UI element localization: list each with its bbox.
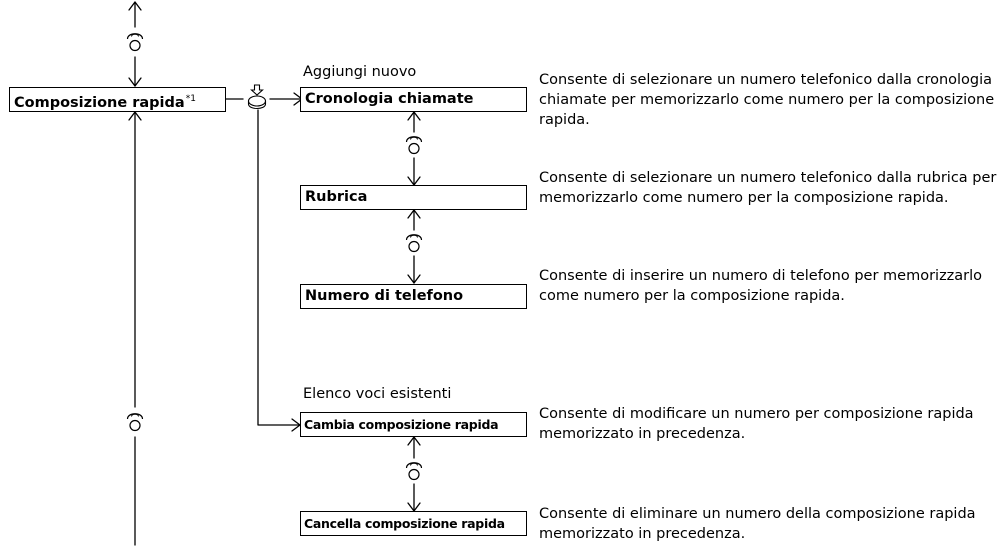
menu-item-delete-speed-dial[interactable]: Cancella composizione rapida: [300, 511, 527, 536]
arrowhead-up: [407, 111, 421, 121]
menu-item-change-speed-dial[interactable]: Cambia composizione rapida: [300, 412, 527, 437]
interface-dial-rotate-icon: [405, 234, 423, 253]
arrowhead-down: [407, 274, 421, 284]
arrowhead-up: [128, 111, 142, 121]
menu-item-phonebook[interactable]: Rubrica: [300, 185, 527, 210]
root-menu-label: Composizione rapida: [14, 95, 185, 111]
menu-item-phone-number[interactable]: Numero di telefono: [300, 284, 527, 309]
interface-dial-rotate-icon: [405, 462, 423, 481]
arrowhead-up: [407, 209, 421, 219]
interface-dial-rotate-icon: [126, 413, 144, 432]
section-label-add-new: Aggiungi nuovo: [303, 64, 417, 80]
arrowhead-up: [407, 436, 421, 446]
menu-item-call-history[interactable]: Cronologia chiamate: [300, 87, 527, 112]
arrowhead-up: [128, 1, 142, 11]
interface-dial-rotate-icon: [405, 136, 423, 155]
description-phone-number: Consente di inserire un numero di telefo…: [539, 268, 983, 304]
footnote-marker: *1: [185, 94, 196, 104]
description-change-speed-dial: Consente di modificare un numero per com…: [539, 406, 974, 442]
branch-to-change-connector: [257, 109, 301, 426]
section-label-existing: Elenco voci esistenti: [303, 386, 452, 402]
description-phonebook: Consente di selezionare un numero telefo…: [539, 170, 997, 206]
interface-dial-rotate-icon: [126, 33, 144, 52]
description-call-history: Consente di selezionare un numero telefo…: [539, 72, 995, 128]
interface-dial-press-icon: [247, 84, 267, 110]
description-delete-speed-dial: Consente di eliminare un numero della co…: [539, 506, 976, 542]
root-menu-box[interactable]: Composizione rapida*1: [9, 87, 226, 112]
arrowhead-down: [128, 77, 142, 87]
